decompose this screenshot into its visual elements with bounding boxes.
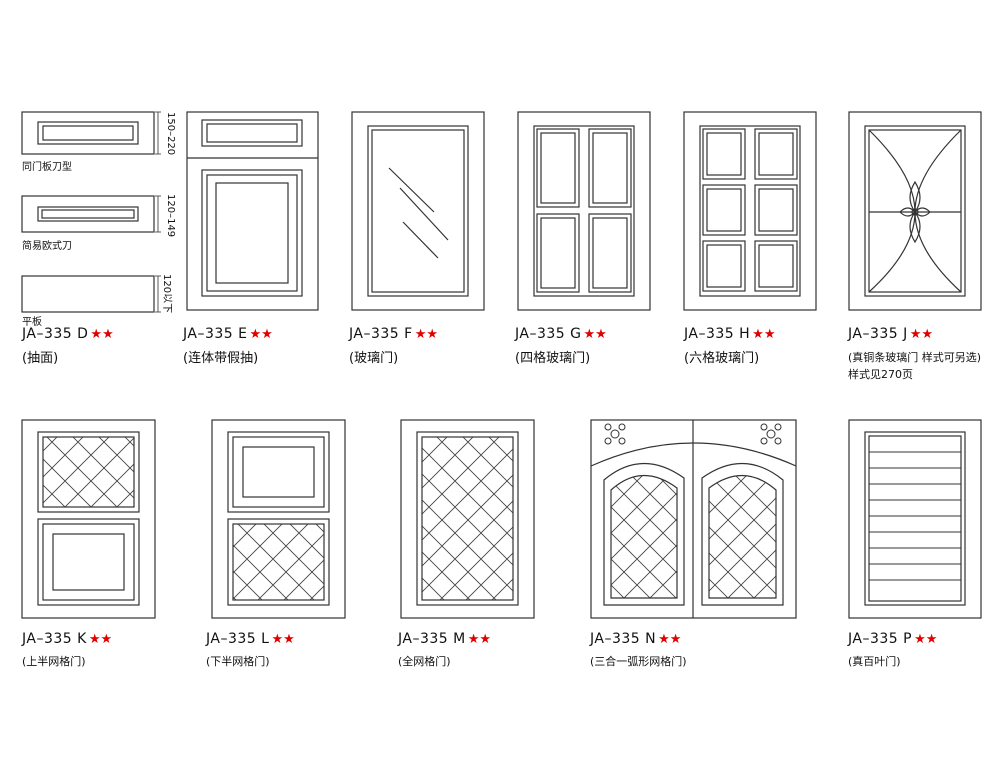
door-code-l: JA–335 L★★ — [206, 631, 295, 647]
door-m-drawing — [400, 419, 535, 619]
door-l-drawing — [211, 419, 346, 619]
door-g-drawing — [517, 111, 651, 311]
door-code-f: JA–335 F★★ — [349, 326, 438, 342]
door-code-e: JA–335 E★★ — [183, 326, 273, 342]
door-desc-j-note: 样式见270页 — [848, 368, 913, 381]
door-desc-n: (三合一弧形网格门) — [590, 655, 687, 668]
door-code-p: JA–335 P★★ — [848, 631, 938, 647]
drawer-front-profile-2 — [21, 195, 155, 233]
door-k-drawing — [21, 419, 156, 619]
door-desc-m: (全网格门) — [398, 655, 451, 668]
door-desc-d: (抽面) — [22, 351, 59, 366]
door-desc-k: (上半网格门) — [22, 655, 86, 668]
door-code-j: JA–335 J★★ — [848, 326, 934, 342]
door-code-m: JA–335 M★★ — [398, 631, 492, 647]
drawer-caption-1: 同门板刀型 — [22, 162, 72, 173]
door-f-drawing — [351, 111, 485, 311]
door-desc-h: (六格玻璃门) — [684, 351, 760, 366]
door-code-g: JA–335 G★★ — [515, 326, 607, 342]
door-p-drawing — [848, 419, 982, 619]
drawer-front-profile-1 — [21, 111, 155, 155]
door-h-drawing — [683, 111, 817, 311]
door-n-drawing — [590, 419, 797, 619]
drawer-dimension-2: 120–149 — [165, 194, 176, 238]
drawer-caption-3: 平板 — [22, 317, 42, 328]
door-desc-f: (玻璃门) — [349, 351, 399, 366]
door-j-drawing — [848, 111, 982, 311]
drawer-caption-2: 简易欧式刀 — [22, 241, 72, 252]
door-desc-j: (真铜条玻璃门 样式可另选) — [848, 351, 982, 364]
door-e-drawing — [186, 111, 319, 311]
drawer-front-flat — [21, 275, 155, 313]
door-desc-g: (四格玻璃门) — [515, 351, 591, 366]
door-code-d: JA–335 D★★ — [22, 326, 114, 342]
drawer-dimension-1: 150–220 — [165, 112, 176, 156]
door-desc-l: (下半网格门) — [206, 655, 270, 668]
door-desc-p: (真百叶门) — [848, 655, 901, 668]
dimension-ticks — [155, 111, 161, 313]
door-desc-e: (连体带假抽) — [183, 351, 259, 366]
door-code-k: JA–335 K★★ — [22, 631, 113, 647]
drawer-dimension-3: 120以下 — [161, 274, 172, 314]
door-code-h: JA–335 H★★ — [684, 326, 776, 342]
door-code-n: JA–335 N★★ — [590, 631, 682, 647]
